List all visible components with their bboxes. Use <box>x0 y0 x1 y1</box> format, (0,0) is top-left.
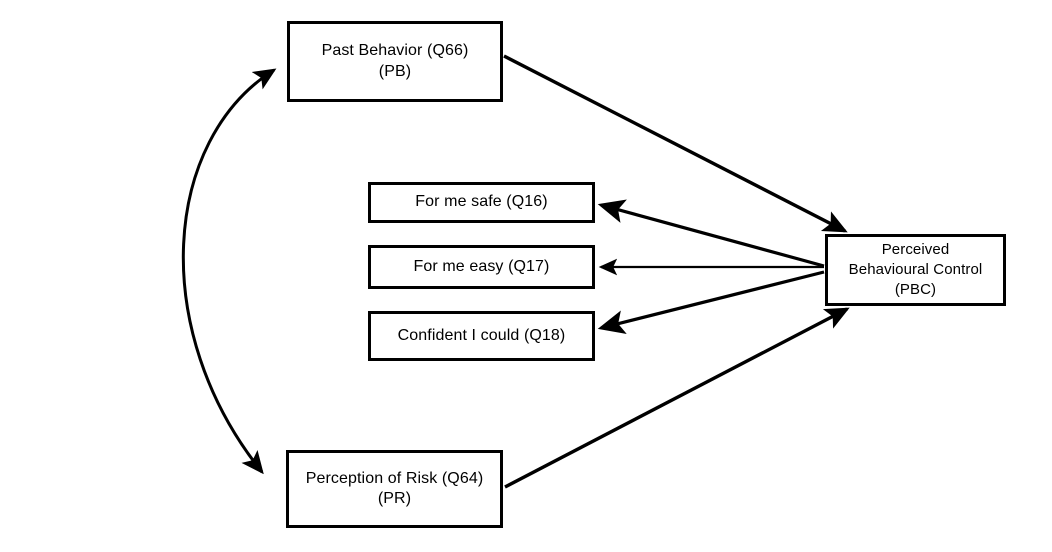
node-past-behavior-label: Past Behavior (Q66) (PB) <box>321 42 469 80</box>
node-perception-of-risk[interactable]: Perception of Risk (Q64) (PR) <box>286 450 503 528</box>
edge-pb-pr <box>181 68 277 475</box>
edge-pb-pbc <box>503 54 848 233</box>
node-for-me-easy-label: For me easy (Q17) <box>413 257 550 275</box>
edge-pbc-q18 <box>597 270 825 335</box>
node-perceived-behavioural-control-label: Perceived Behavioural Control (PBC) <box>848 241 983 298</box>
node-confident-i-could-label: Confident I could (Q18) <box>397 326 566 344</box>
node-for-me-easy[interactable]: For me easy (Q17) <box>368 245 595 289</box>
node-confident-i-could[interactable]: Confident I could (Q18) <box>368 311 595 361</box>
node-for-me-safe-label: For me safe (Q16) <box>415 193 548 211</box>
edge-pbc-q16 <box>597 199 825 268</box>
node-past-behavior[interactable]: Past Behavior (Q66) (PB) <box>287 21 503 102</box>
node-for-me-safe[interactable]: For me safe (Q16) <box>368 182 595 223</box>
node-perceived-behavioural-control[interactable]: Perceived Behavioural Control (PBC) <box>825 234 1006 306</box>
edge-pr-pbc <box>504 307 850 489</box>
node-perception-of-risk-label: Perception of Risk (Q64) (PR) <box>305 469 484 507</box>
